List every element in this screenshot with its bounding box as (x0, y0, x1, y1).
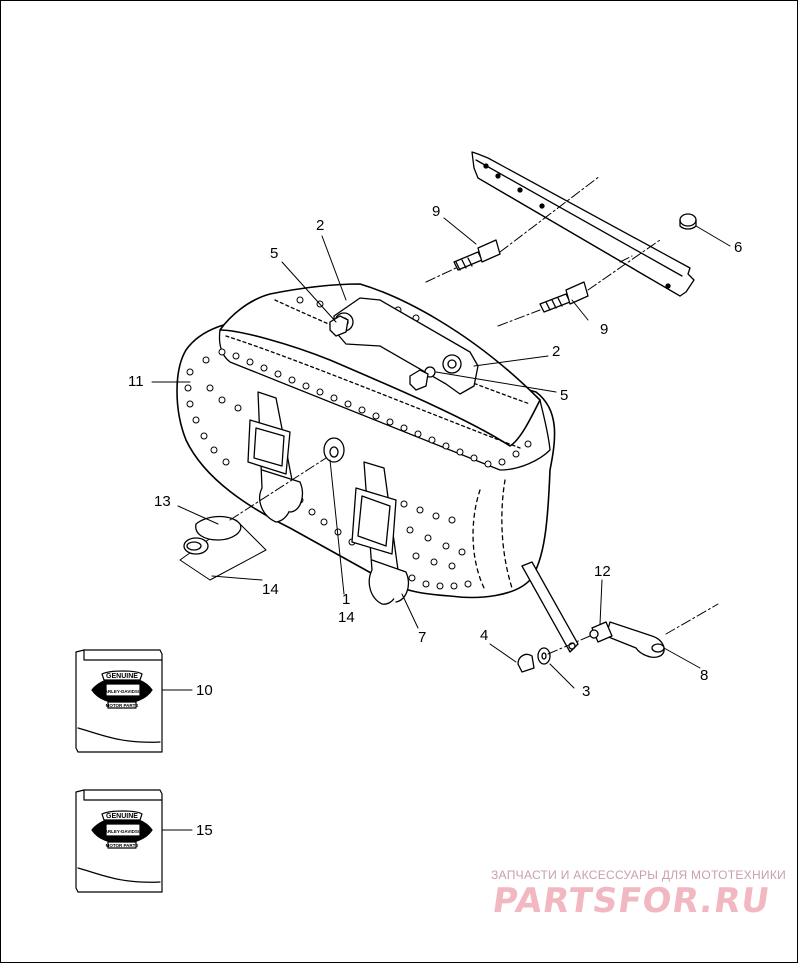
kit-15-motor-parts: MOTOR PARTS (106, 843, 139, 848)
callout-5-lower: 5 (560, 387, 569, 404)
watermark-brand-logo: PARTSFOR.RU (490, 881, 773, 921)
callout-10: 10 (196, 682, 213, 699)
leader-lines (151, 217, 731, 831)
callout-3: 3 (582, 683, 591, 700)
callout-14-center: 14 (338, 609, 355, 626)
callout-13: 13 (154, 493, 171, 510)
callout-9-upper: 9 (432, 203, 441, 220)
kit-10-genuine: GENUINE (106, 673, 138, 680)
stabilizer-arm-8 (589, 621, 665, 658)
callout-4: 4 (480, 627, 489, 644)
stud-lower (539, 281, 589, 313)
bracket-plate (329, 297, 479, 395)
callout-11: 11 (128, 373, 144, 390)
callout-5-upper: 5 (270, 245, 279, 262)
medallion-assembly (179, 515, 267, 581)
kit-15-brand: HARLEY-DAVIDSON (101, 829, 144, 834)
support-strut (521, 561, 579, 653)
callout-6: 6 (734, 239, 743, 256)
stud-upper (453, 239, 501, 271)
callout-15: 15 (196, 822, 213, 839)
callout-14-left: 14 (262, 581, 279, 598)
kit-box-10 (75, 649, 163, 753)
callout-12: 12 (594, 563, 611, 580)
kit-box-15 (75, 789, 163, 893)
callout-8: 8 (700, 667, 709, 684)
callout-1: 1 (342, 591, 351, 608)
acorn-nut-4 (517, 653, 535, 673)
mounting-rail (471, 151, 695, 297)
callout-9-lower: 9 (600, 321, 609, 338)
watermark-tagline: ЗАПЧАСТИ И АКСЕССУАРЫ ДЛЯ МОТОТЕХНИКИ (491, 868, 787, 882)
nut-6 (679, 213, 697, 230)
callout-7: 7 (418, 629, 427, 646)
kit-label-text: GENUINE HARLEY-DAVIDSON MOTOR PARTS GENU… (101, 673, 144, 848)
alignment-lines (229, 175, 719, 655)
kit-10-motor-parts: MOTOR PARTS (106, 703, 139, 708)
callout-2-upper: 2 (316, 217, 325, 234)
kit-15-genuine: GENUINE (106, 813, 138, 820)
washer-3 (537, 647, 551, 665)
kit-10-brand: HARLEY-DAVIDSON (101, 689, 144, 694)
callout-2-lower: 2 (552, 343, 561, 360)
